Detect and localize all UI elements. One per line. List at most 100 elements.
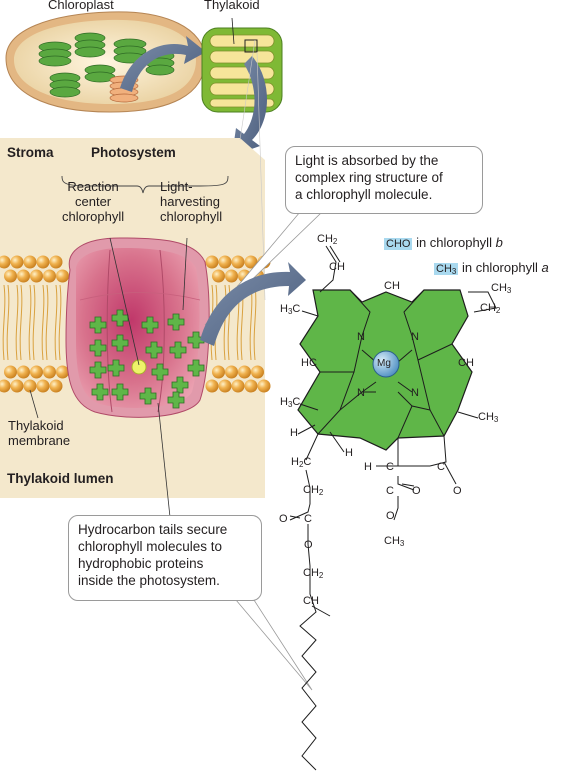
atom-ch2-top: CH2 (317, 233, 338, 246)
chlorophyll-molecule-icon (139, 387, 157, 405)
atom-h-a: H (290, 427, 298, 439)
lipid-head (43, 269, 56, 283)
atom-o-ester2b: O (386, 510, 395, 522)
chlorophyll-molecule-icon (171, 376, 189, 394)
cho-group: CHO (384, 238, 413, 250)
atom-o-ketone: O (453, 485, 462, 497)
lipid-tail (19, 284, 23, 361)
reaction-center-line-3: chlorophyll (62, 208, 125, 224)
chlorophyll-molecule-icon (145, 341, 163, 359)
lipid-tail (28, 284, 32, 361)
lipid-head (251, 365, 264, 379)
light-harvesting-line-1: Light- (160, 179, 193, 194)
chlorophyll-molecule-icon (107, 359, 125, 377)
lipid-tail (41, 284, 45, 361)
light-harvesting-label: Light- harvesting chlorophyll (160, 179, 223, 225)
lipid-head (225, 365, 238, 379)
zoom-arrow-3 (200, 262, 306, 346)
reaction-center-line-1: Reaction (67, 179, 119, 194)
atom-o-ester2: O (412, 485, 421, 497)
atom-ch-top-ring: CH (384, 280, 400, 292)
thylakoid-label: Thylakoid (204, 0, 260, 12)
callout-1-line-2: complex ring structure of (295, 169, 443, 185)
atom-hc-left: HC (301, 357, 317, 369)
lipid-head (212, 269, 225, 283)
lipid-tail (58, 284, 62, 361)
lipid-head (43, 365, 56, 379)
lipid-head (17, 365, 30, 379)
lipid-head (36, 379, 50, 393)
atom-h-ring: H (364, 461, 372, 473)
lipid-head (56, 269, 69, 283)
callout-2-line-3: hydrophobic proteins (78, 555, 204, 571)
lipid-head (238, 365, 251, 379)
photosystem-label: Photosystem (91, 145, 176, 160)
lipid-head (231, 379, 245, 393)
atom-c-ester1: C (304, 513, 312, 525)
ch3-group: CH3 (434, 263, 459, 276)
lipid-head (0, 255, 11, 269)
atom-n4: N (411, 387, 419, 399)
atom-c-ring2: C (437, 461, 445, 473)
chlorophyll-molecule-icon (111, 383, 129, 401)
lipid-head (17, 269, 30, 283)
atom-ch-vinyl: CH (329, 261, 345, 273)
chloroplast-label: Chloroplast (48, 0, 114, 12)
photosystem-panel (0, 39, 271, 498)
atom-ch-right: CH (458, 357, 474, 369)
atom-h-b: H (345, 447, 353, 459)
lipid-tail (2, 284, 6, 361)
lipid-head (4, 269, 17, 283)
thylakoid-stack-drawing (201, 17, 283, 113)
chlorophyll-b-letter: b (495, 235, 503, 250)
lipid-tail (45, 284, 49, 361)
chlorophyll-molecule-icon (169, 341, 187, 359)
atom-c-ring: C (386, 461, 394, 473)
lipid-head (0, 379, 11, 393)
light-harvesting-line-3: chlorophyll (160, 208, 223, 224)
lipid-head (205, 255, 219, 269)
callout-2-line-2: chlorophyll molecules to (78, 538, 223, 554)
lipid-head (30, 365, 43, 379)
lipid-head (218, 255, 232, 269)
chlorophyll-molecule-icon (91, 383, 109, 401)
chlorophyll-a-note: CH3 in chlorophyll a (434, 260, 549, 276)
chlorophyll-molecule-icon (141, 316, 159, 334)
lipid-tail (54, 284, 58, 361)
chlorophyll-molecule-icon (89, 316, 107, 334)
lipid-head (244, 255, 258, 269)
callout-2-line-4: inside the photosystem. (78, 572, 220, 588)
callout-1-line-3: a chlorophyll molecule. (295, 186, 433, 202)
chlorophyll-molecule-icon (187, 331, 205, 349)
atom-n1: N (357, 331, 365, 343)
atom-ch2-tail2: CH2 (303, 567, 324, 580)
light-harvesting-line-2: harvesting (160, 193, 220, 209)
lipid-head (23, 255, 37, 269)
atom-n3: N (357, 387, 365, 399)
chlorophyll-molecule-icon (167, 313, 185, 331)
atom-h3c-left: H3C (280, 303, 301, 316)
lipid-head (257, 379, 271, 393)
lipid-tail (15, 284, 19, 361)
atom-ch-tail: CH (303, 595, 319, 607)
chlorophyll-molecule-icon (187, 359, 205, 377)
thylakoid-membrane-label: Thylakoid membrane (8, 418, 70, 449)
chlorophyll-molecule-icon (111, 334, 129, 352)
chlorophyll-b-text: in chlorophyll (416, 235, 492, 250)
lipid-head (212, 365, 225, 379)
atom-ch3-right-top: CH3 (491, 282, 512, 295)
atom-ch2-right: CH2 (480, 302, 501, 315)
zoom-arrow-2 (232, 56, 267, 156)
lipid-tail (6, 284, 10, 361)
lipid-head (23, 379, 37, 393)
atom-o-ester1: O (279, 513, 288, 525)
light-absorbed-callout: Light is absorbed by the complex ring st… (285, 146, 483, 214)
lipid-head (30, 269, 43, 283)
reaction-center-label: Reaction center chlorophyll (62, 179, 125, 225)
atom-n2: N (411, 331, 419, 343)
photosystem-protein (65, 237, 210, 418)
thylakoid-membrane-line-1: Thylakoid (8, 418, 64, 433)
lipid-head (49, 379, 63, 393)
lipid-head (49, 255, 63, 269)
